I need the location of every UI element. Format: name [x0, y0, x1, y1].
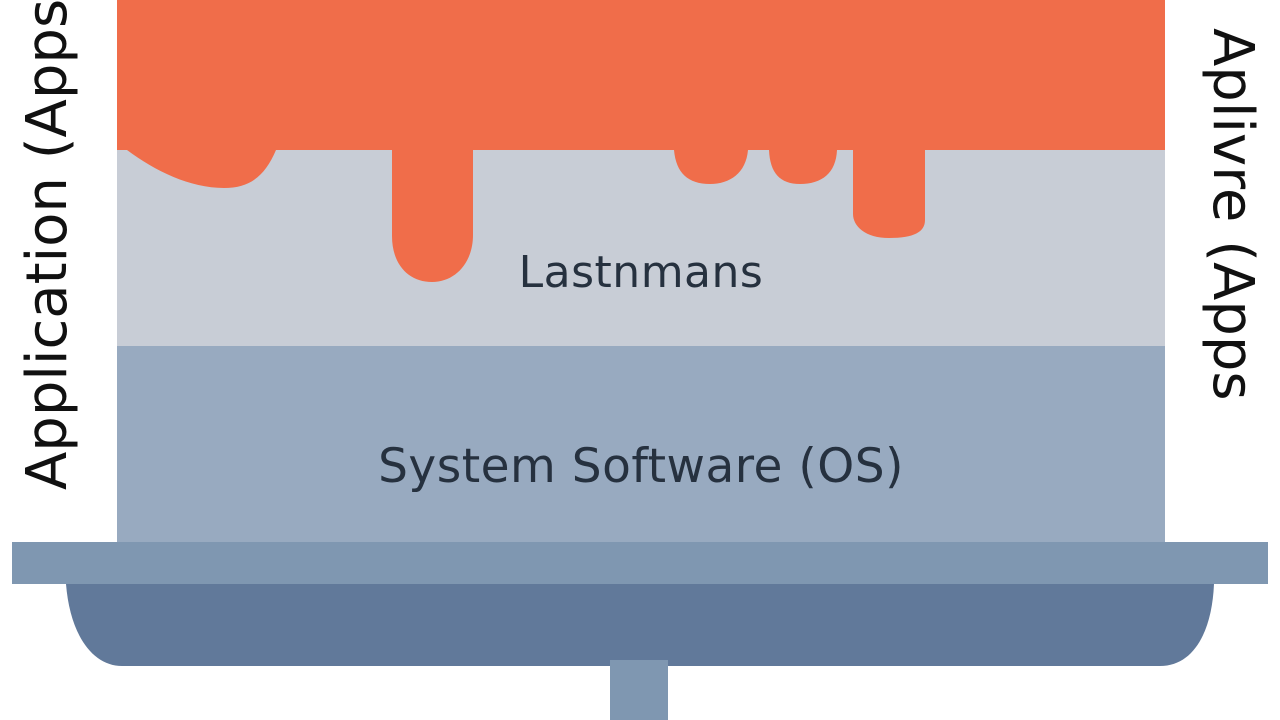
middleware-label: Lastnmans — [518, 247, 764, 298]
shelf-top — [12, 542, 1268, 584]
right-side-label: Aplivre (Apps — [1200, 28, 1265, 401]
shelf-base — [66, 584, 1214, 666]
left-side-label: Application (Apps — [15, 0, 80, 490]
system-software-layer — [117, 346, 1165, 542]
apps-layer — [117, 0, 1165, 150]
shelf-stem — [610, 660, 668, 720]
system-software-label: System Software (OS) — [378, 439, 904, 494]
